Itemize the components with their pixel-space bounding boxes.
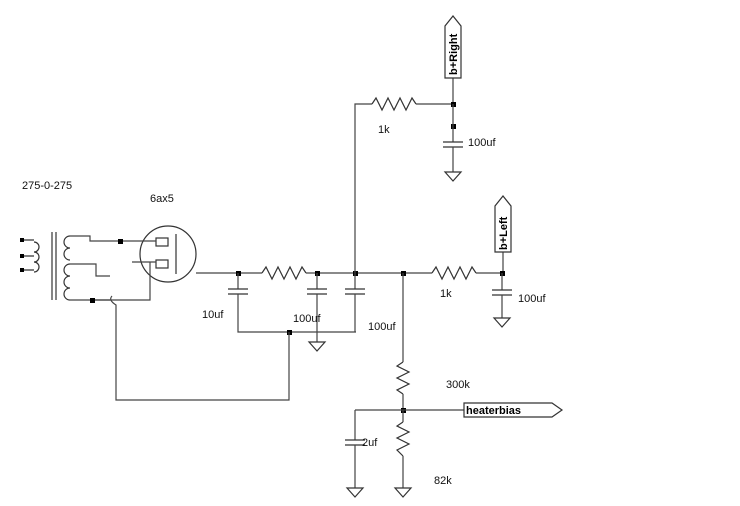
resistor-82k <box>395 421 411 457</box>
resistor-1k-right <box>371 96 417 112</box>
c2-label: 100uf <box>293 313 321 325</box>
bias-cap-label: 2uf <box>362 437 378 449</box>
rectifier-tube <box>92 225 238 301</box>
b-left-label: b+Left <box>498 216 510 250</box>
b-right-label: b+Right <box>448 33 460 75</box>
left-resistor-label: 1k <box>440 288 452 300</box>
c3-label: 100uf <box>368 321 396 333</box>
capacitor-100uf-b <box>345 273 365 332</box>
capacitor-10uf <box>228 273 356 333</box>
resistor-300k <box>395 361 411 395</box>
c1-label: 10uf <box>202 309 224 321</box>
capacitor-2uf <box>345 410 365 498</box>
left-cap-label: 100uf <box>518 293 546 305</box>
power-transformer <box>20 232 120 301</box>
b-left-port: b+Left <box>494 195 512 253</box>
right-resistor-label: 1k <box>378 124 390 136</box>
filter-resistor <box>261 265 307 281</box>
heaterbias-port: heaterbias <box>463 402 564 418</box>
bias-upper-resistor-label: 300k <box>446 379 470 391</box>
transformer-label: 275-0-275 <box>22 180 72 192</box>
bias-lower-resistor-label: 82k <box>434 475 452 487</box>
capacitor-100uf-a <box>307 273 327 352</box>
heaterbias-label: heaterbias <box>466 405 521 417</box>
right-cap-label: 100uf <box>468 137 496 149</box>
rectifier-label: 6ax5 <box>150 193 174 205</box>
resistor-1k-left <box>431 265 477 281</box>
b-right-port: b+Right <box>444 15 462 79</box>
